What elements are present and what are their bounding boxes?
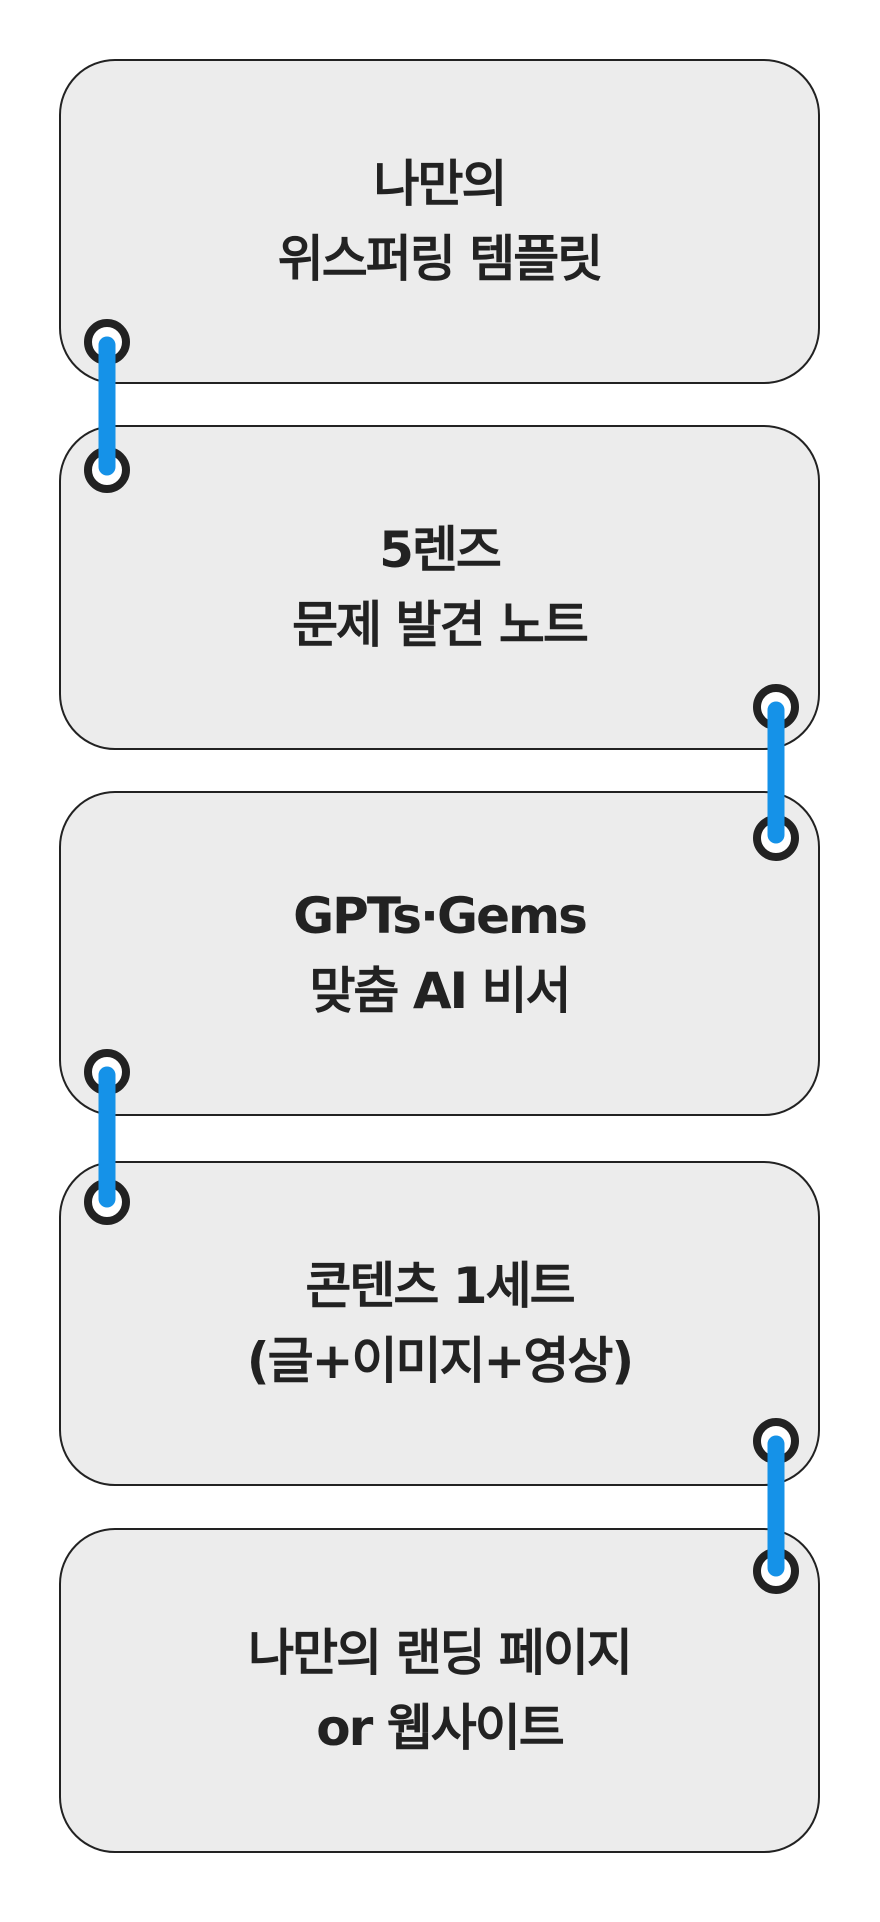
card-line: 문제 발견 노트: [292, 595, 589, 654]
step-card-4: 콘텐츠 1세트 (글+이미지+영상): [59, 1161, 820, 1486]
step-card-2: 5렌즈 문제 발견 노트: [59, 425, 820, 750]
card-line: 맞춤 AI 비서: [309, 961, 571, 1020]
step-card-3: GPTs·Gems 맞춤 AI 비서: [59, 791, 820, 1116]
connector-3-4: [84, 1049, 130, 1225]
card-line: 나만의 랜딩 페이지: [248, 1623, 633, 1682]
connector-1-2: [84, 319, 130, 493]
step-card-1: 나만의 위스퍼링 템플릿: [59, 59, 820, 384]
card-line: 나만의: [373, 154, 508, 213]
card-line: GPTs·Gems: [293, 886, 588, 945]
connector-4-5: [753, 1418, 799, 1594]
card-line: 5렌즈: [379, 520, 502, 579]
card-line: (글+이미지+영상): [246, 1331, 634, 1390]
card-line: or 웹사이트: [316, 1698, 564, 1757]
step-card-5: 나만의 랜딩 페이지 or 웹사이트: [59, 1528, 820, 1853]
card-line: 콘텐츠 1세트: [305, 1256, 575, 1315]
card-line: 위스퍼링 템플릿: [277, 229, 603, 288]
connector-2-3: [753, 684, 799, 861]
